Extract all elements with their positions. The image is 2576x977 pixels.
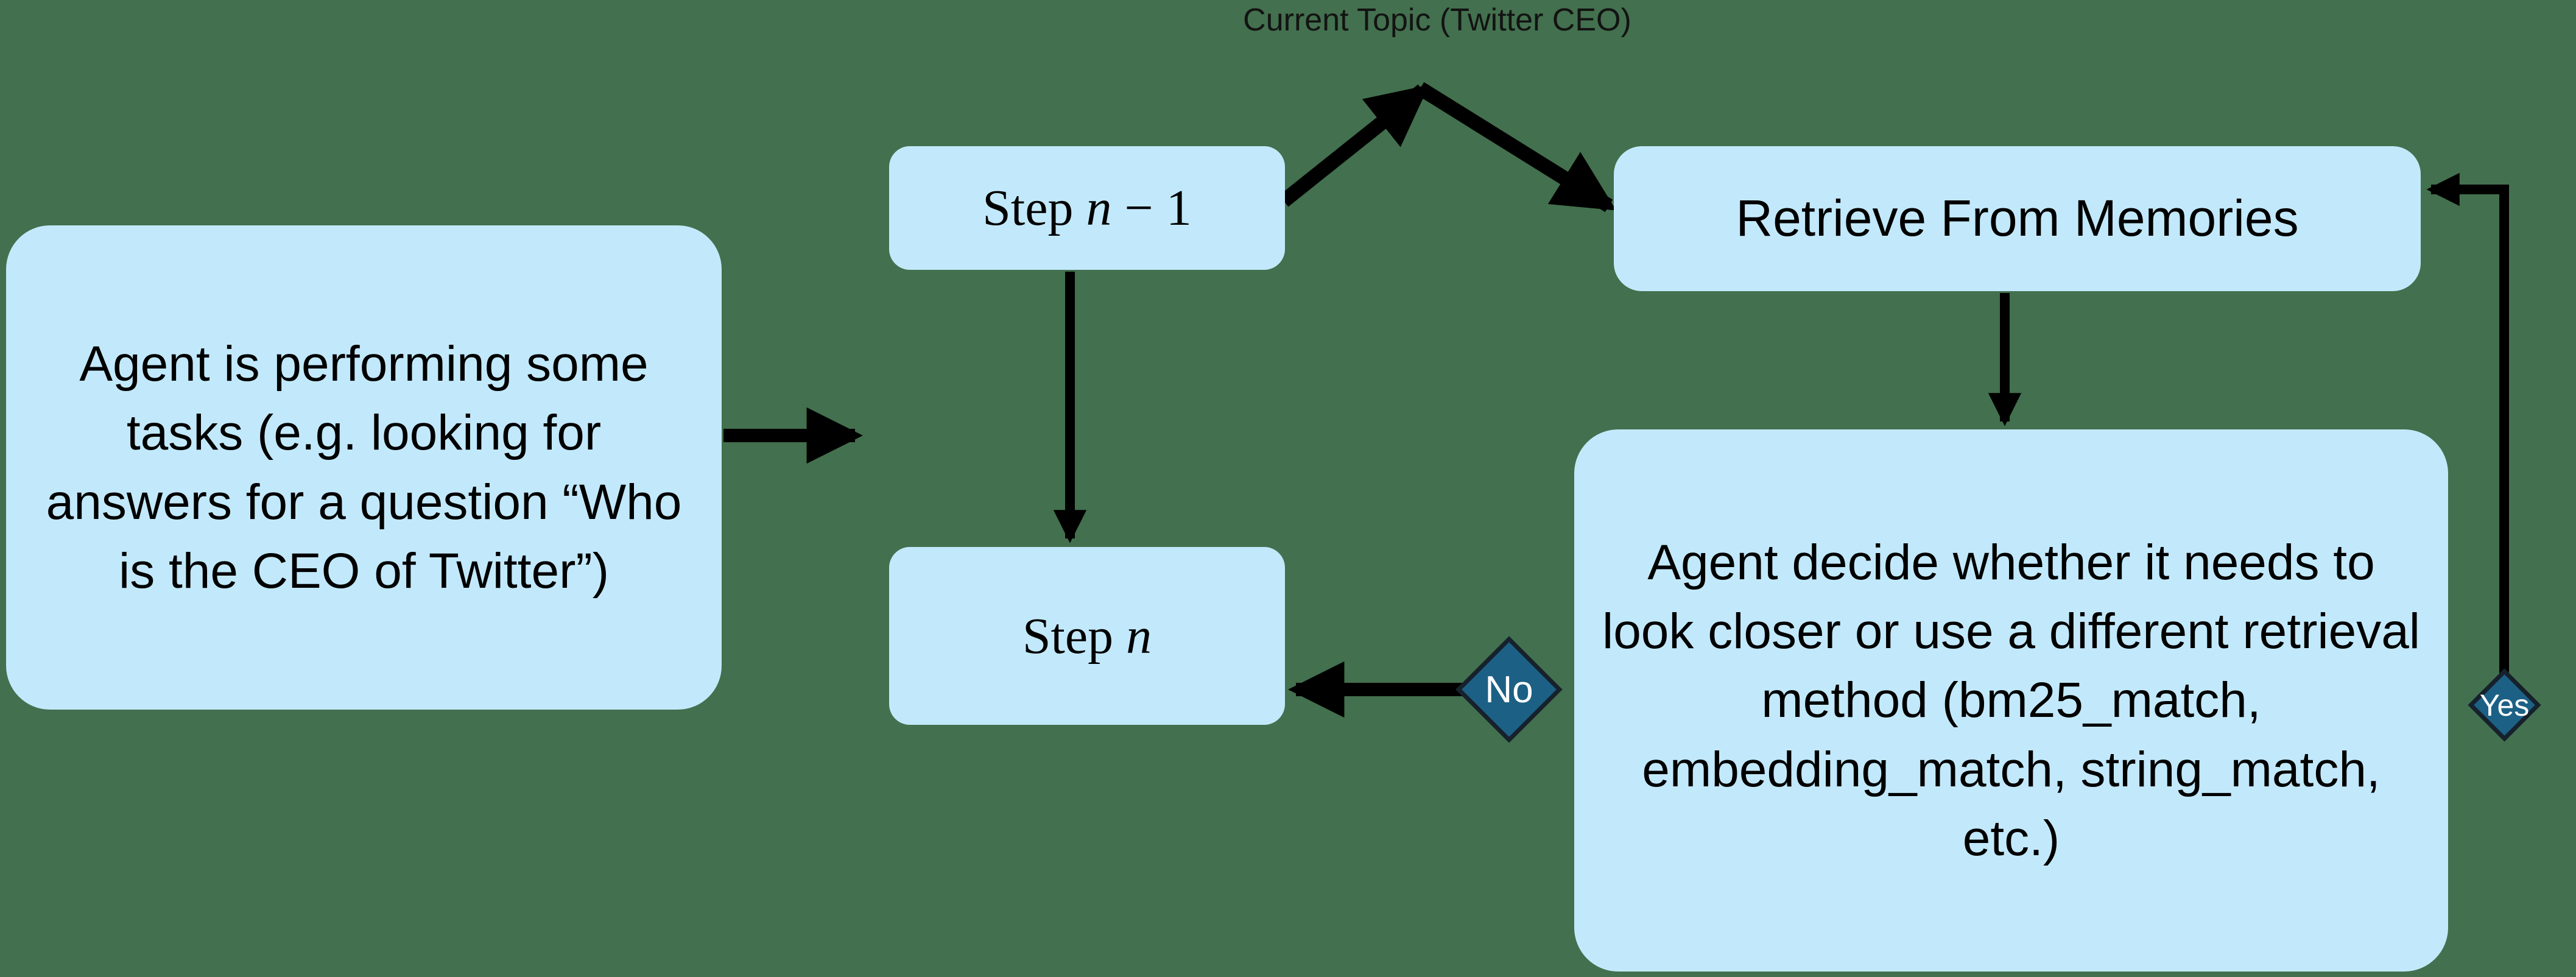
node-agent-decide-label: Agent decide whether it needs to look cl…	[1602, 535, 2421, 866]
node-step-n[interactable]: Step n	[889, 547, 1285, 725]
node-retrieve-from-memories[interactable]: Retrieve From Memories	[1614, 146, 2421, 291]
node-retrieve-from-memories-label: Retrieve From Memories	[1736, 189, 2299, 247]
step-prev-offset: − 1	[1111, 180, 1192, 237]
step-n-variable: n	[1126, 607, 1152, 665]
decision-diamond-yes[interactable]: Yes	[2468, 668, 2541, 742]
node-agent-decide[interactable]: Agent decide whether it needs to look cl…	[1574, 429, 2448, 972]
decision-diamond-no[interactable]: No	[1455, 636, 1563, 743]
current-topic-caption: Current Topic (Twitter CEO)	[1243, 2, 1631, 38]
edge-topic-to-retrieve	[1416, 82, 1616, 213]
node-agent-task[interactable]: Agent is performing some tasks (e.g. loo…	[6, 225, 722, 710]
step-prev-variable: n	[1086, 180, 1112, 237]
step-prev-word: Step	[982, 180, 1086, 237]
decision-diamond-no-label: No	[1485, 668, 1533, 711]
edge-step-prev-to-topic	[1279, 84, 1430, 207]
node-step-n-label: Step n	[889, 601, 1285, 672]
node-step-previous[interactable]: Step n − 1	[889, 146, 1285, 270]
node-step-previous-label: Step n − 1	[889, 172, 1285, 244]
step-n-word: Step	[1022, 607, 1127, 665]
decision-diamond-yes-label: Yes	[2479, 688, 2530, 722]
node-agent-task-label: Agent is performing some tasks (e.g. loo…	[46, 336, 682, 599]
